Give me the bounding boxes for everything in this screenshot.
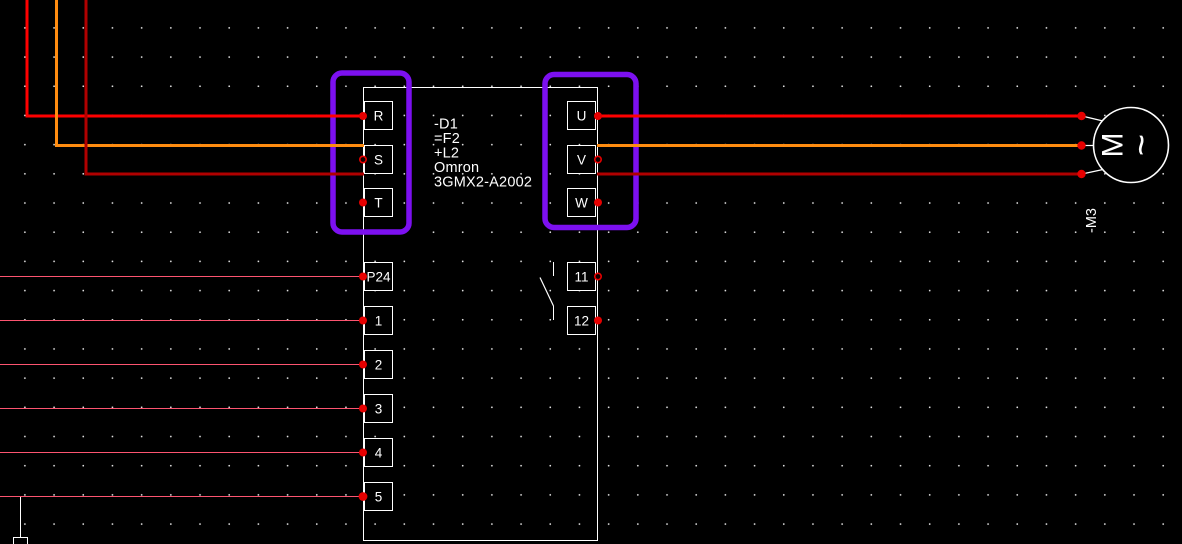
connection-dot-r: [359, 112, 367, 120]
terminal-label-11: 11: [574, 270, 588, 285]
connection-dot-s: [358, 155, 367, 164]
wire-l3-feed[interactable]: [84, 0, 364, 176]
motor-phase-symbol: ~: [1121, 134, 1163, 156]
device-function-code: =F2: [434, 131, 460, 147]
terminal-label-t: T: [374, 196, 382, 211]
branch-terminal-box[interactable]: [12, 536, 29, 544]
device-tag: -D1: [434, 117, 458, 133]
connection-dot-v: [593, 155, 602, 164]
motor-dot-1: [1077, 111, 1086, 121]
terminal-box-12[interactable]: [566, 305, 597, 336]
highlight-output-terminals: [542, 71, 639, 231]
connection-dot-3: [359, 404, 367, 413]
connection-dot-11: [593, 272, 602, 281]
connection-dot-1: [359, 316, 367, 325]
highlight-input-terminals: [330, 70, 412, 235]
terminal-box-4[interactable]: [363, 437, 394, 468]
terminal-label-w: W: [575, 196, 588, 211]
terminal-label-3: 3: [375, 402, 383, 417]
motor-symbol[interactable]: M ~ -M3: [1077, 106, 1170, 234]
terminal-label-1: 1: [375, 314, 383, 329]
device-model: 3GMX2-A2002: [434, 175, 532, 191]
terminal-label-5: 5: [375, 490, 383, 505]
terminal-label-r: R: [374, 109, 384, 124]
device-manufacturer: Omron: [434, 160, 479, 176]
terminal-label-p24: P24: [366, 270, 391, 285]
motor-dot-2: [1077, 141, 1086, 150]
inverter-outline[interactable]: [362, 86, 599, 542]
terminal-label-4: 4: [375, 446, 383, 461]
wire-l1-feed[interactable]: [25, 0, 364, 118]
terminal-label-2: 2: [375, 358, 383, 373]
connection-dot-12: [594, 316, 602, 325]
device-location-code: +L2: [434, 146, 459, 162]
terminal-label-s: S: [374, 153, 383, 168]
motor-dot-3: [1077, 169, 1086, 179]
connection-dot-w: [594, 198, 602, 207]
terminal-label-v: V: [577, 153, 586, 168]
connection-dot-4: [359, 448, 367, 457]
terminal-label-12: 12: [574, 314, 589, 329]
terminal-box-5[interactable]: [363, 481, 394, 512]
connection-dot-t: [359, 198, 367, 207]
connection-dot-p24: [359, 272, 367, 281]
device-label-block[interactable]: -D1 =F2 +L2 Omron 3GMX2-A2002: [434, 117, 532, 191]
motor-letter: M: [1097, 133, 1130, 158]
connection-dot-5: [358, 492, 368, 501]
connection-dot-2: [359, 360, 367, 369]
no-contact-switch[interactable]: [539, 262, 555, 320]
connection-dot-u: [594, 112, 602, 120]
terminal-box-1[interactable]: [363, 305, 394, 336]
motor-tag[interactable]: -M3: [1084, 208, 1100, 233]
wire-l2-feed[interactable]: [55, 0, 365, 147]
terminal-box-r[interactable]: [363, 100, 394, 131]
terminal-label-u: U: [577, 109, 587, 124]
motor-circle[interactable]: [1092, 106, 1170, 184]
